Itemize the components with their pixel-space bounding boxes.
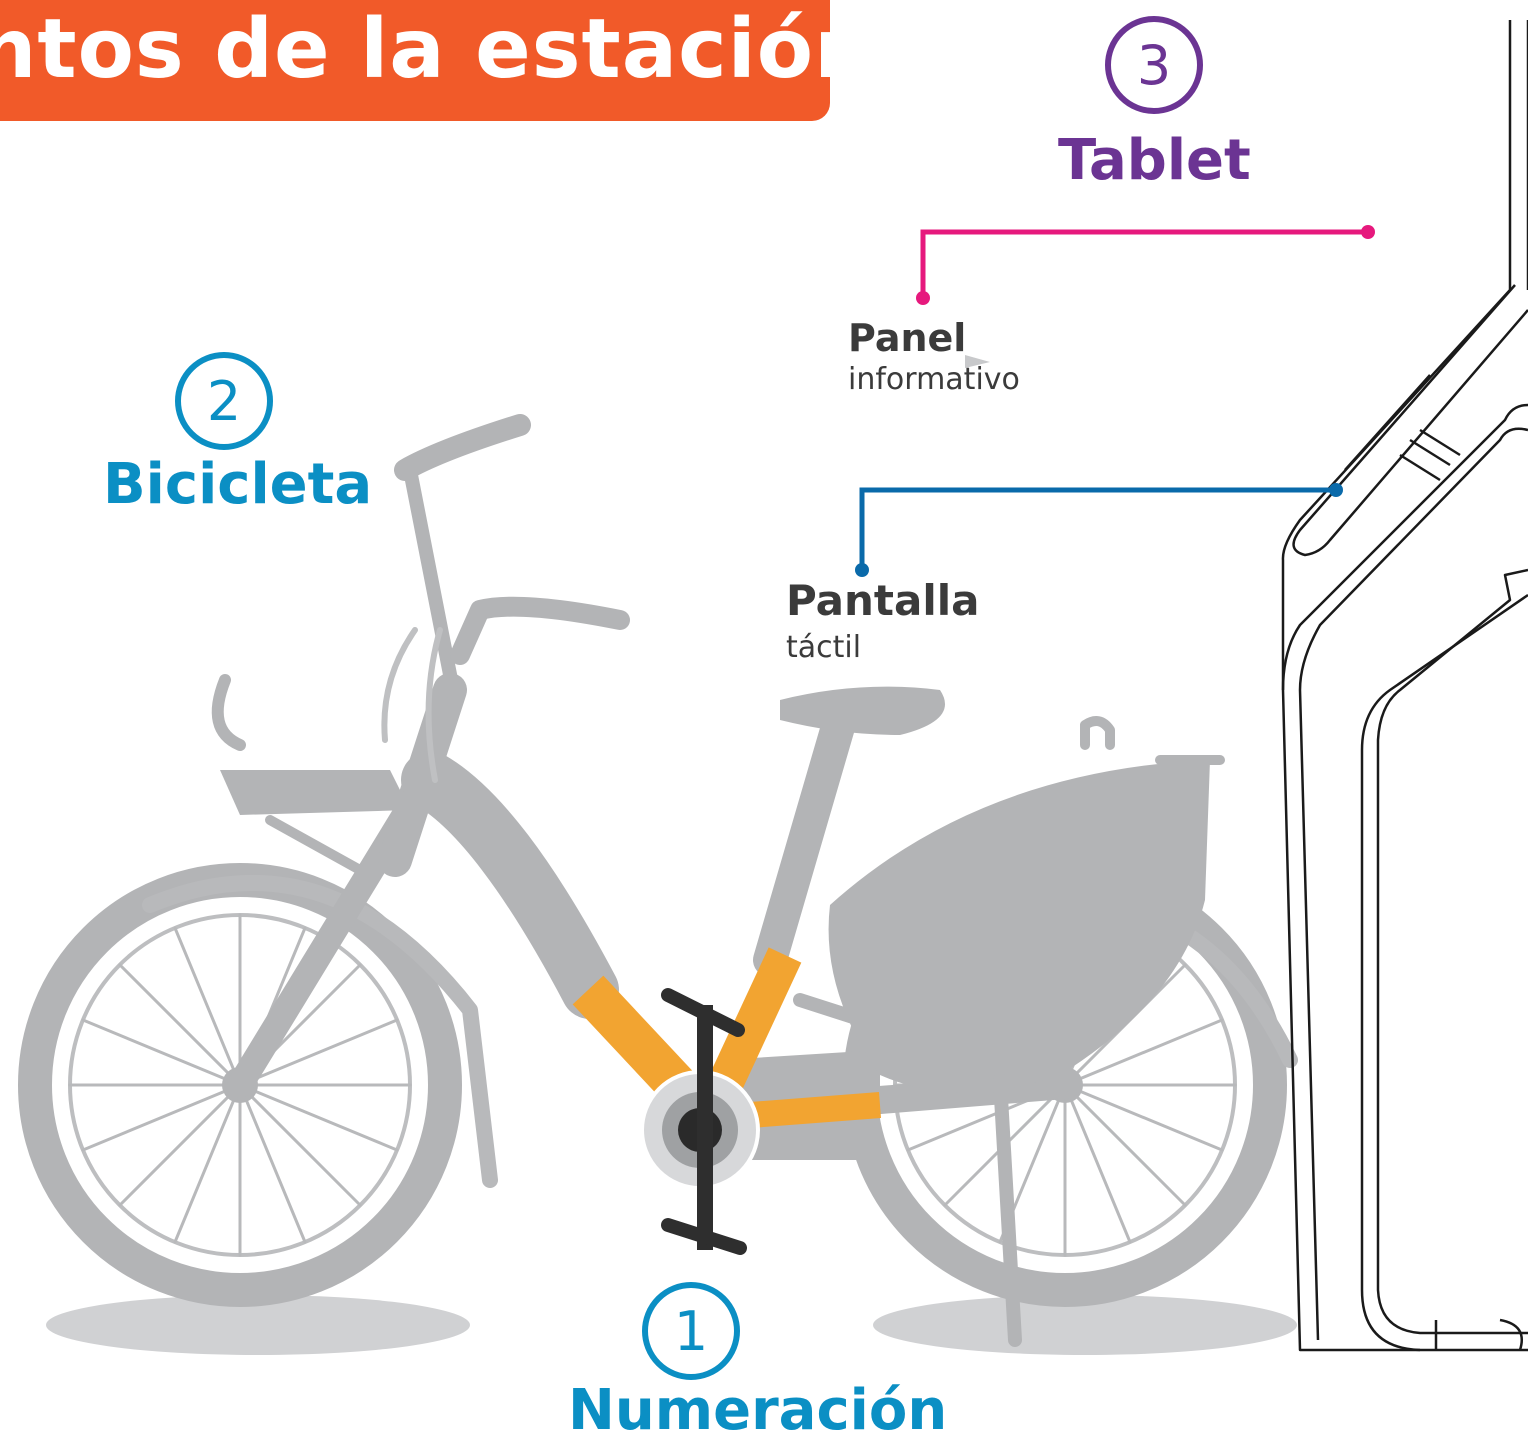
pantalla-leader-line <box>855 483 1343 577</box>
pantalla-title: Pantalla <box>786 576 980 625</box>
panel-subtitle: informativo <box>848 362 1020 397</box>
station-kiosk-icon <box>1281 20 1528 1352</box>
rear-wheel-shadow <box>873 1295 1297 1355</box>
panel-pointer-icon <box>965 355 990 368</box>
panel-leader-line <box>916 225 1375 305</box>
tablet-number-badge: 3 <box>1105 16 1203 114</box>
bicycle-icon <box>18 414 1298 1347</box>
numeracion-number: 1 <box>673 1299 709 1363</box>
crank-assembly <box>640 988 760 1255</box>
bicicleta-number-badge: 2 <box>175 352 273 450</box>
tablet-label: Tablet <box>1058 128 1251 193</box>
page-title: ntos de la estación <box>0 2 874 97</box>
tablet-number: 3 <box>1136 33 1172 97</box>
numeracion-number-badge: 1 <box>642 1282 740 1380</box>
bicicleta-number: 2 <box>206 369 242 433</box>
front-wheel-shadow <box>46 1295 470 1355</box>
panel-title: Panel <box>848 316 967 360</box>
numeracion-label: Numeración <box>568 1378 948 1443</box>
header-banner: ntos de la estación <box>0 0 873 121</box>
pantalla-subtitle: táctil <box>786 630 862 665</box>
bicicleta-label: Bicicleta <box>103 452 373 517</box>
